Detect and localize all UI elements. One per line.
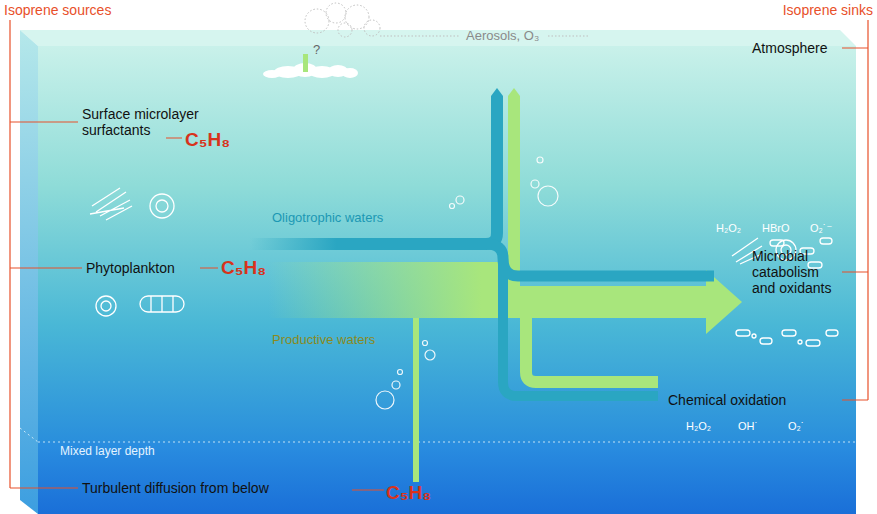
source-label: Phytoplankton — [86, 260, 201, 276]
bracket-lines — [166, 138, 384, 490]
flow-bands — [486, 244, 714, 276]
bacteria — [760, 338, 772, 344]
bacteria — [806, 340, 820, 346]
source-label: Turbulent diffusion from below — [82, 480, 352, 496]
water-type-label: Productive waters — [272, 333, 442, 348]
aerosol-clouds — [305, 3, 590, 37]
aerosol-clouds — [338, 23, 352, 37]
sink-label: Chemical oxidation — [668, 392, 843, 408]
section-heading: Isoprene sinks — [693, 2, 873, 18]
phytoplankton — [90, 188, 796, 316]
flow-bands — [503, 258, 658, 396]
phytoplankton — [172, 296, 173, 312]
aerosol-clouds — [548, 36, 590, 37]
phytoplankton — [156, 200, 168, 212]
formula-label: C₅H₈ — [185, 129, 245, 151]
section-heading: Isoprene sources — [4, 2, 184, 18]
ocean-box — [20, 428, 38, 442]
ocean-box — [20, 30, 856, 46]
aerosol-clouds — [364, 20, 380, 36]
source-label: Surface microlayer surfactants — [82, 106, 202, 138]
flow-bands — [526, 318, 658, 382]
bacteria — [770, 240, 784, 246]
flow-bands — [413, 318, 419, 482]
atmosphere-label: Aerosols, O₃ — [466, 29, 586, 44]
formula-label: C₅H₈ — [221, 257, 281, 279]
oxidant-formula: H₂O₂ — [716, 222, 756, 235]
phytoplankton — [96, 296, 116, 316]
bacteria — [826, 330, 838, 336]
formula-label: C₅H₈ — [386, 482, 446, 504]
phytoplankton — [140, 296, 184, 312]
surfactant-blobs — [342, 68, 358, 78]
bubbles — [425, 350, 435, 360]
bubbles — [376, 391, 394, 409]
oxidant-formula: O₂˙ — [788, 420, 828, 433]
aerosol-clouds — [380, 36, 460, 37]
bubbles — [423, 341, 428, 346]
surfactant-blobs — [263, 63, 358, 78]
sink-label: Atmosphere — [752, 40, 842, 56]
phytoplankton — [161, 296, 162, 312]
bubbles — [537, 157, 543, 163]
ocean-box — [38, 46, 856, 442]
unknown-mark: ? — [313, 43, 333, 58]
bubbles — [392, 381, 400, 389]
bubbles — [456, 196, 464, 204]
bracket-lines — [10, 20, 82, 488]
flow-bands — [250, 88, 742, 482]
water-type-label: Oligotrophic waters — [272, 211, 442, 226]
phytoplankton — [150, 194, 174, 218]
oxidant-formula: HBrO — [762, 222, 802, 235]
bubbles — [376, 157, 558, 409]
sink-label: Microbial catabolism and oxidants — [752, 248, 842, 296]
oxidant-formula: OH˙ — [738, 420, 778, 433]
bubbles — [450, 204, 455, 209]
bacteria — [736, 330, 750, 336]
bubbles — [538, 186, 558, 206]
bacteria — [752, 334, 756, 338]
surfactant-blobs — [263, 70, 281, 78]
flow-bands — [508, 88, 520, 286]
ocean-box — [38, 442, 856, 514]
oxidant-formula: O₂˙⁻ — [810, 222, 850, 235]
phytoplankton — [90, 188, 132, 220]
bacteria — [782, 330, 796, 336]
bacteria — [820, 238, 832, 244]
aerosol-clouds — [326, 3, 346, 23]
oxidant-formula: H₂O₂ — [686, 420, 726, 433]
phytoplankton — [150, 296, 151, 312]
bubbles — [398, 370, 403, 375]
phytoplankton — [101, 301, 111, 311]
aerosol-clouds — [305, 9, 329, 33]
surface-flux-arrow — [303, 54, 308, 72]
flow-bands — [491, 88, 503, 96]
depth-label: Mixed layer depth — [60, 445, 220, 459]
aerosol-clouds — [345, 5, 369, 29]
ocean-box — [38, 442, 856, 443]
bracket-lines — [10, 20, 868, 490]
bracket-lines — [842, 20, 868, 400]
ocean-box — [20, 30, 856, 514]
ocean-box — [20, 30, 38, 514]
flow-bands — [250, 96, 497, 244]
bacteria — [798, 340, 802, 344]
bubbles — [531, 180, 539, 188]
